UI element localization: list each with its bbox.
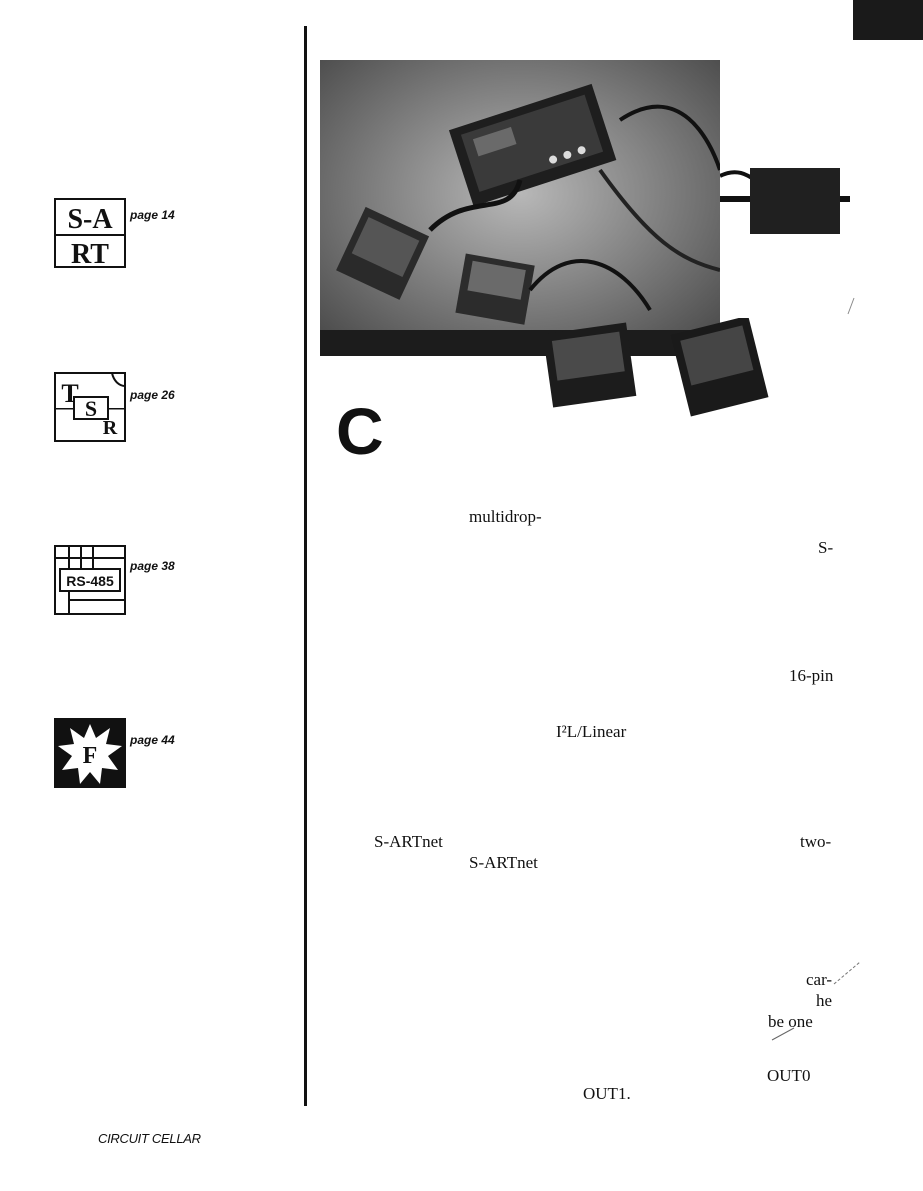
text-fragment-out1: OUT1.	[583, 1084, 631, 1103]
f-starburst-icon: F	[54, 718, 126, 788]
text-fragment-16pin: 16-pin	[789, 666, 834, 685]
rs485-icon: RS-485	[54, 545, 126, 615]
magazine-footer: CIRCUIT CELLAR	[98, 1131, 201, 1146]
page-label-38: page 38	[130, 559, 175, 573]
sart-icon: S-A RT	[54, 198, 126, 268]
drop-cap: C	[336, 394, 384, 468]
column-divider-rule	[304, 26, 307, 1106]
text-fragment-i2l-linear: I²L/Linear	[556, 722, 627, 741]
text-fragment-be-one: be one	[768, 1012, 813, 1031]
connector-blocks-photo	[520, 318, 770, 426]
text-fragment-multidrop: multidrop-	[469, 507, 542, 526]
text-fragment-car: car-	[806, 970, 833, 989]
sart-icon-text-bottom: RT	[71, 239, 109, 268]
text-fragment-sartnet-2: S-ARTnet	[469, 853, 538, 872]
f-icon-text: F	[83, 743, 98, 769]
stray-slash-mark	[846, 296, 856, 316]
network-boards-photo	[320, 60, 720, 356]
corner-photo-fragment	[853, 0, 923, 40]
stray-pencil-mark	[832, 958, 862, 988]
text-fragment-s: S-	[818, 538, 834, 557]
text-fragment-out0: OUT0	[767, 1066, 811, 1085]
tsr-icon-t: T	[61, 379, 78, 408]
connector-block-photo	[750, 168, 840, 234]
stray-underline-mark	[770, 1026, 796, 1042]
tsr-icon-r: R	[103, 417, 118, 439]
page-label-26: page 26	[130, 388, 175, 402]
text-fragment-two: two-	[800, 832, 832, 851]
text-fragment-he: he	[816, 991, 833, 1010]
page-label-44: page 44	[130, 733, 175, 747]
tsr-icon-s: S	[85, 396, 97, 421]
rs485-icon-text: RS-485	[66, 573, 114, 589]
page-label-14: page 14	[130, 208, 175, 222]
sart-icon-text-top: S-A	[67, 204, 113, 235]
text-fragment-sartnet-1: S-ARTnet	[374, 832, 443, 851]
tsr-icon: T S R	[54, 372, 126, 442]
